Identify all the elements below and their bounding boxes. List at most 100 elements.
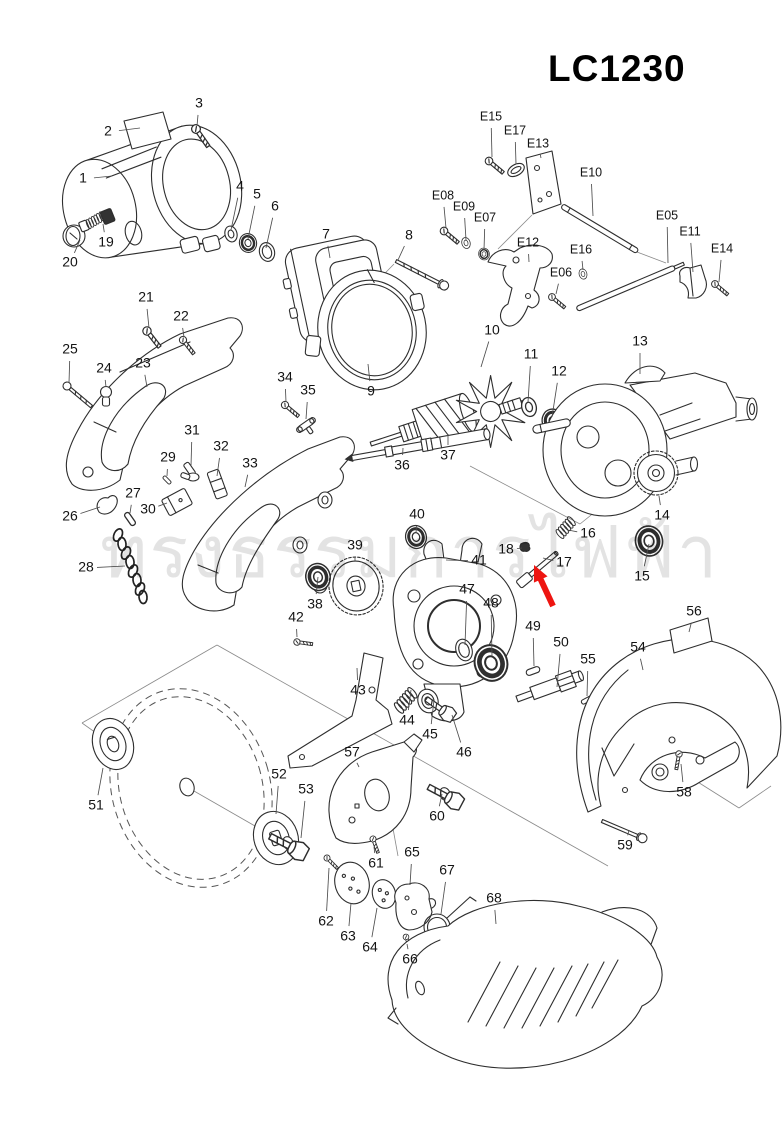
leader-line-E06 [555, 283, 559, 295]
leader-line-E16 [581, 260, 584, 271]
part-label-16: 16 [580, 525, 596, 541]
part-label-34: 34 [277, 369, 293, 385]
part-label-E16: E16 [570, 242, 592, 256]
leader-line-38 [315, 576, 319, 595]
part-label-45: 45 [422, 726, 438, 742]
part-shaft-50 [515, 669, 584, 703]
part-screw-42 [292, 637, 314, 648]
part-label-40: 40 [409, 506, 425, 522]
part-disc-63 [334, 861, 370, 905]
part-clamp-35 [296, 417, 316, 435]
leader-line-54 [640, 658, 644, 671]
part-rod-E10 [561, 204, 639, 254]
leader-line-49 [532, 637, 535, 667]
leader-line-25 [68, 360, 71, 384]
leader-line-63 [348, 902, 352, 927]
part-label-46: 46 [456, 744, 472, 760]
part-link-E17 [507, 162, 525, 178]
part-chain-28 [112, 528, 148, 605]
part-flange-51 [91, 717, 135, 771]
part-plate-E13 [525, 150, 562, 215]
part-disc-64 [371, 879, 397, 909]
leader-line-E08 [443, 206, 447, 229]
leader-line-55 [586, 670, 589, 697]
leader-line-E11 [690, 242, 694, 273]
part-key-49 [525, 666, 541, 676]
part-label-E06: E06 [550, 265, 572, 279]
leader-line-48 [490, 614, 493, 657]
leader-line-43 [356, 667, 358, 681]
part-label-49: 49 [525, 618, 541, 634]
leader-line-33 [244, 474, 249, 488]
leader-line-19 [102, 223, 105, 233]
leader-line-52 [275, 785, 279, 815]
part-label-2: 2 [104, 123, 112, 139]
part-label-26: 26 [62, 508, 78, 524]
part-bolt-60 [423, 778, 467, 813]
part-label-E09: E09 [453, 199, 475, 213]
leader-line-58 [680, 763, 684, 783]
part-label-41: 41 [471, 552, 487, 568]
part-label-E17: E17 [504, 123, 526, 137]
leader-line-35 [305, 401, 308, 420]
leader-line-31 [190, 441, 193, 467]
leader-line-53 [300, 800, 306, 839]
part-label-plate-56 [669, 617, 713, 654]
part-spindle-36 [344, 428, 491, 462]
leader-line-10 [480, 341, 490, 368]
part-lever-E12 [487, 244, 553, 327]
part-screw-62 [322, 853, 341, 872]
part-pin-29 [161, 474, 173, 486]
leader-line-28 [96, 565, 126, 568]
leader-line-66 [406, 943, 409, 950]
part-label-6: 6 [271, 198, 279, 214]
part-screw-E08 [438, 225, 462, 247]
part-label-5: 5 [253, 186, 261, 202]
part-bracket-E11 [679, 264, 707, 299]
part-label-E15: E15 [480, 109, 502, 123]
part-handle-cover-33 [181, 436, 355, 612]
leader-line-56 [688, 622, 692, 633]
leader-line-22 [182, 327, 185, 338]
part-pin-37 [532, 418, 571, 434]
part-label-56: 56 [686, 603, 702, 619]
part-label-E12: E12 [517, 235, 539, 249]
part-label-E13: E13 [527, 136, 549, 150]
part-label-10: 10 [484, 322, 500, 338]
part-label-25: 25 [62, 341, 78, 357]
leader-line-23 [144, 374, 148, 388]
leader-line-E17 [514, 141, 517, 165]
part-clip-18 [519, 541, 531, 552]
part-label-42: 42 [288, 609, 304, 625]
leader-line-59 [627, 829, 630, 836]
leader-line-E13 [539, 154, 542, 159]
part-label-29: 29 [160, 449, 176, 465]
part-label-plate-2 [123, 111, 172, 150]
part-button-24 [99, 385, 113, 407]
leader-line-20 [73, 239, 81, 254]
leader-line-15 [643, 543, 650, 567]
leader-line-5 [247, 205, 256, 240]
part-baffle-ring-9 [304, 269, 427, 391]
part-label-15: 15 [634, 568, 650, 584]
part-label-19: 19 [98, 234, 114, 250]
part-label-38: 38 [307, 596, 323, 612]
part-label-3: 3 [195, 95, 203, 111]
part-bearing-5 [236, 230, 260, 256]
part-label-43: 43 [350, 682, 366, 698]
part-screw-E06 [546, 291, 568, 311]
leader-line-24 [104, 379, 107, 388]
part-label-47: 47 [459, 581, 475, 597]
part-screw-E15 [483, 155, 507, 177]
part-label-39: 39 [347, 537, 363, 553]
part-washer-11 [518, 395, 540, 419]
leader-line-26 [80, 506, 101, 514]
leader-line-62 [326, 867, 330, 912]
part-label-11: 11 [524, 346, 539, 362]
part-label-62: 62 [318, 913, 334, 929]
leader-line-4 [230, 197, 239, 231]
part-bolt-59 [600, 818, 648, 844]
part-label-14: 14 [654, 507, 670, 523]
part-label-61: 61 [368, 855, 384, 871]
part-carbon-brush-19 [78, 208, 116, 233]
